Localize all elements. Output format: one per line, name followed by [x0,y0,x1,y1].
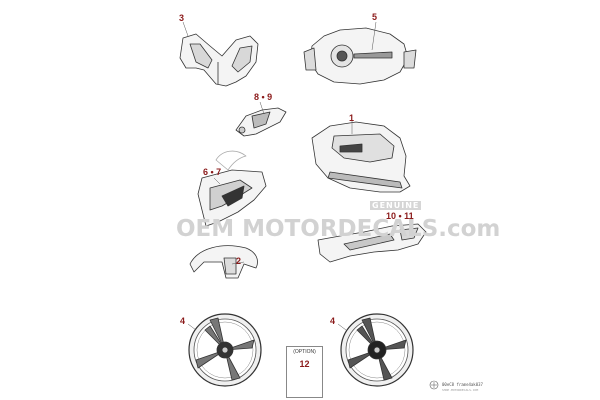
option-label: (OPTION) [293,349,316,355]
diagram-code: 00eC8 frame4ak037 [442,382,483,387]
brand-logo-icon [429,380,439,390]
callout-part-4-right: 4 [330,316,336,326]
diagram-source: SHOP.MOTORDECALS.COM [442,388,479,392]
tail-cowl-part[interactable] [317,223,427,263]
callout-part-6-7: 6 • 7 [203,167,222,177]
front-fender-part[interactable] [189,245,258,279]
front-cowl-part[interactable] [179,33,259,87]
callout-part-4-left: 4 [180,316,186,326]
callout-part-1: 1 [349,113,355,123]
callout-part-5: 5 [372,12,378,22]
option-number: 12 [299,359,310,369]
side-fairing-part[interactable] [197,150,267,227]
fuel-tank-part[interactable] [303,27,417,85]
watermark-badge: GENUINE [370,201,422,210]
rear-wheel-left-part[interactable] [188,313,262,387]
tank-cover-part[interactable] [311,121,411,193]
option-box: (OPTION) 12 [286,346,323,398]
side-cowl-small-part[interactable] [235,107,287,137]
callout-part-10-11: 10 • 11 [386,211,414,221]
watermark-text: OEM MOTORDECALS.com [176,216,501,242]
callout-part-3: 3 [179,13,185,23]
callout-part-2: 2 [236,256,242,266]
rear-wheel-right-part[interactable] [340,313,414,387]
callout-part-8-9: 8 • 9 [254,92,273,102]
